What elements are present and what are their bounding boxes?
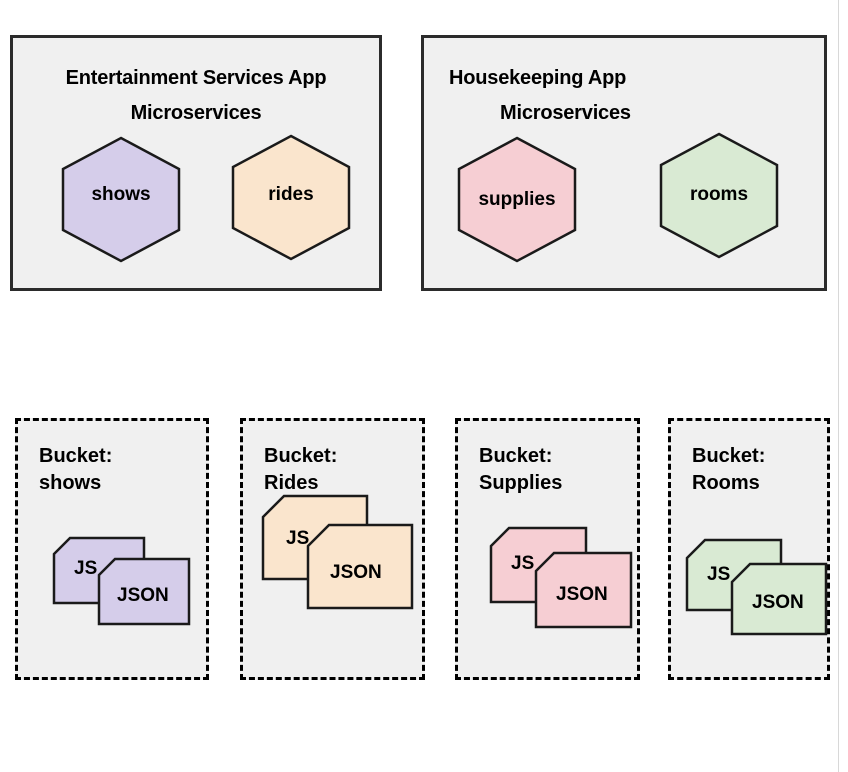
document-label: JS	[74, 558, 98, 579]
bucket-rides[interactable]: Bucket: Rides JS JSON	[240, 418, 425, 680]
page-edge-line	[838, 0, 839, 772]
document-label: JS	[707, 564, 731, 585]
document-stack[interactable]: JS JSON	[685, 538, 830, 655]
document-label: JS	[511, 553, 535, 574]
bucket-title-line2: Rooms	[692, 472, 760, 494]
app-title-line1: Entertainment Services App	[65, 67, 327, 89]
document-stack[interactable]: JS JSON	[489, 526, 634, 651]
bucket-title-line2: Supplies	[479, 472, 563, 494]
bucket-shows[interactable]: Bucket: shows JS JSON	[15, 418, 209, 680]
bucket-rooms[interactable]: Bucket: Rooms JS JSON	[668, 418, 830, 680]
microservice-rooms[interactable]: rooms	[659, 132, 779, 259]
microservice-rides[interactable]: rides	[231, 134, 351, 261]
app-box-entertainment-services[interactable]: Entertainment Services App Microservices…	[10, 35, 382, 291]
document-stack[interactable]: JS JSON	[261, 494, 416, 644]
bucket-supplies[interactable]: Bucket: Supplies JS JSON	[455, 418, 640, 680]
microservice-shows[interactable]: shows	[61, 136, 181, 263]
hexagon-icon	[659, 132, 779, 259]
json-document-front[interactable]: JSON	[97, 557, 191, 631]
document-label: JSON	[752, 592, 804, 613]
microservice-label: rooms	[689, 184, 749, 205]
document-icon	[306, 523, 414, 610]
document-label: JS	[286, 528, 310, 549]
document-stack[interactable]: JS JSON	[52, 536, 192, 651]
document-icon	[97, 557, 191, 626]
bucket-title-line1: Bucket:	[264, 445, 338, 467]
microservice-supplies[interactable]: supplies	[457, 136, 577, 263]
microservice-label: supplies	[478, 189, 556, 210]
app-title-line2: Microservices	[130, 102, 262, 124]
document-label: JSON	[117, 585, 169, 606]
microservice-label: rides	[268, 184, 314, 205]
json-document-front[interactable]: JSON	[534, 551, 633, 634]
app-title-line2: Microservices	[500, 102, 631, 124]
document-icon	[534, 551, 633, 629]
document-label: JSON	[556, 584, 608, 605]
hexagon-icon	[61, 136, 181, 263]
json-document-front[interactable]: JSON	[306, 523, 414, 615]
json-document-front[interactable]: JSON	[730, 562, 828, 641]
app-title-line1: Housekeeping App	[449, 67, 627, 89]
hexagon-icon	[231, 134, 351, 261]
app-box-housekeeping[interactable]: Housekeeping App Microservices supplies …	[421, 35, 827, 291]
bucket-title-line2: shows	[39, 472, 102, 494]
microservice-label: shows	[91, 184, 151, 205]
bucket-title-line2: Rides	[264, 472, 319, 494]
hexagon-icon	[457, 136, 577, 263]
document-icon	[730, 562, 828, 636]
bucket-title-line1: Bucket:	[479, 445, 553, 467]
bucket-title-line1: Bucket:	[39, 445, 113, 467]
bucket-title-line1: Bucket:	[692, 445, 766, 467]
document-label: JSON	[330, 562, 382, 583]
